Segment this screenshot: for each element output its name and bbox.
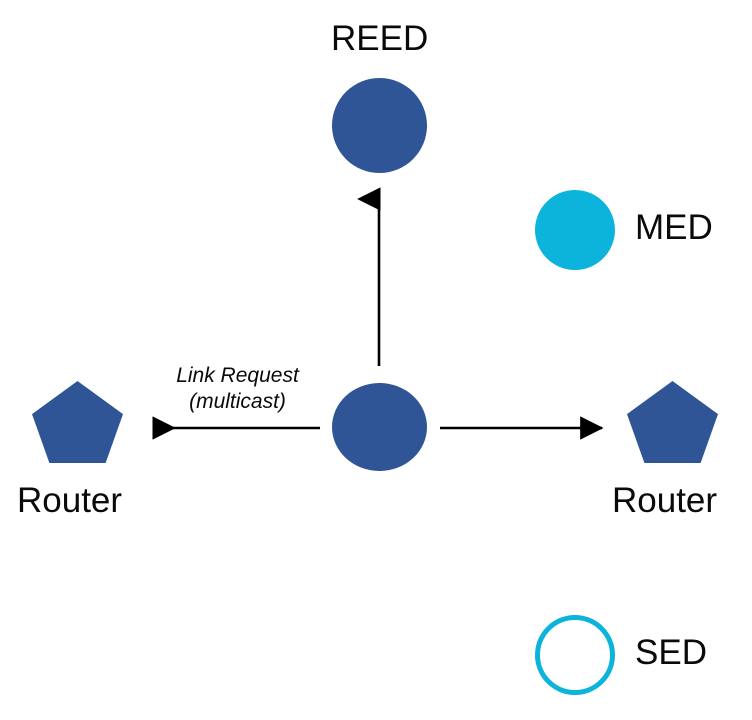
router-right-node-pentagon — [627, 381, 718, 463]
center-node-circle — [332, 383, 427, 471]
med-node-circle — [535, 190, 615, 270]
reed-node-circle — [332, 78, 427, 173]
sed-node-label: SED — [635, 633, 707, 672]
med-node-label: MED — [635, 208, 713, 247]
reed-node-label: REED — [331, 19, 429, 58]
link-request-line-1: Link Request — [176, 364, 299, 387]
sed-node-circle-outline — [535, 615, 615, 695]
router-right-node-label: Router — [612, 481, 718, 520]
link-request-edge-label: Link Request (multicast) — [160, 363, 315, 414]
link-request-line-2: (multicast) — [189, 389, 286, 413]
router-left-node-label: Router — [17, 481, 123, 520]
router-left-node-pentagon — [32, 381, 123, 463]
